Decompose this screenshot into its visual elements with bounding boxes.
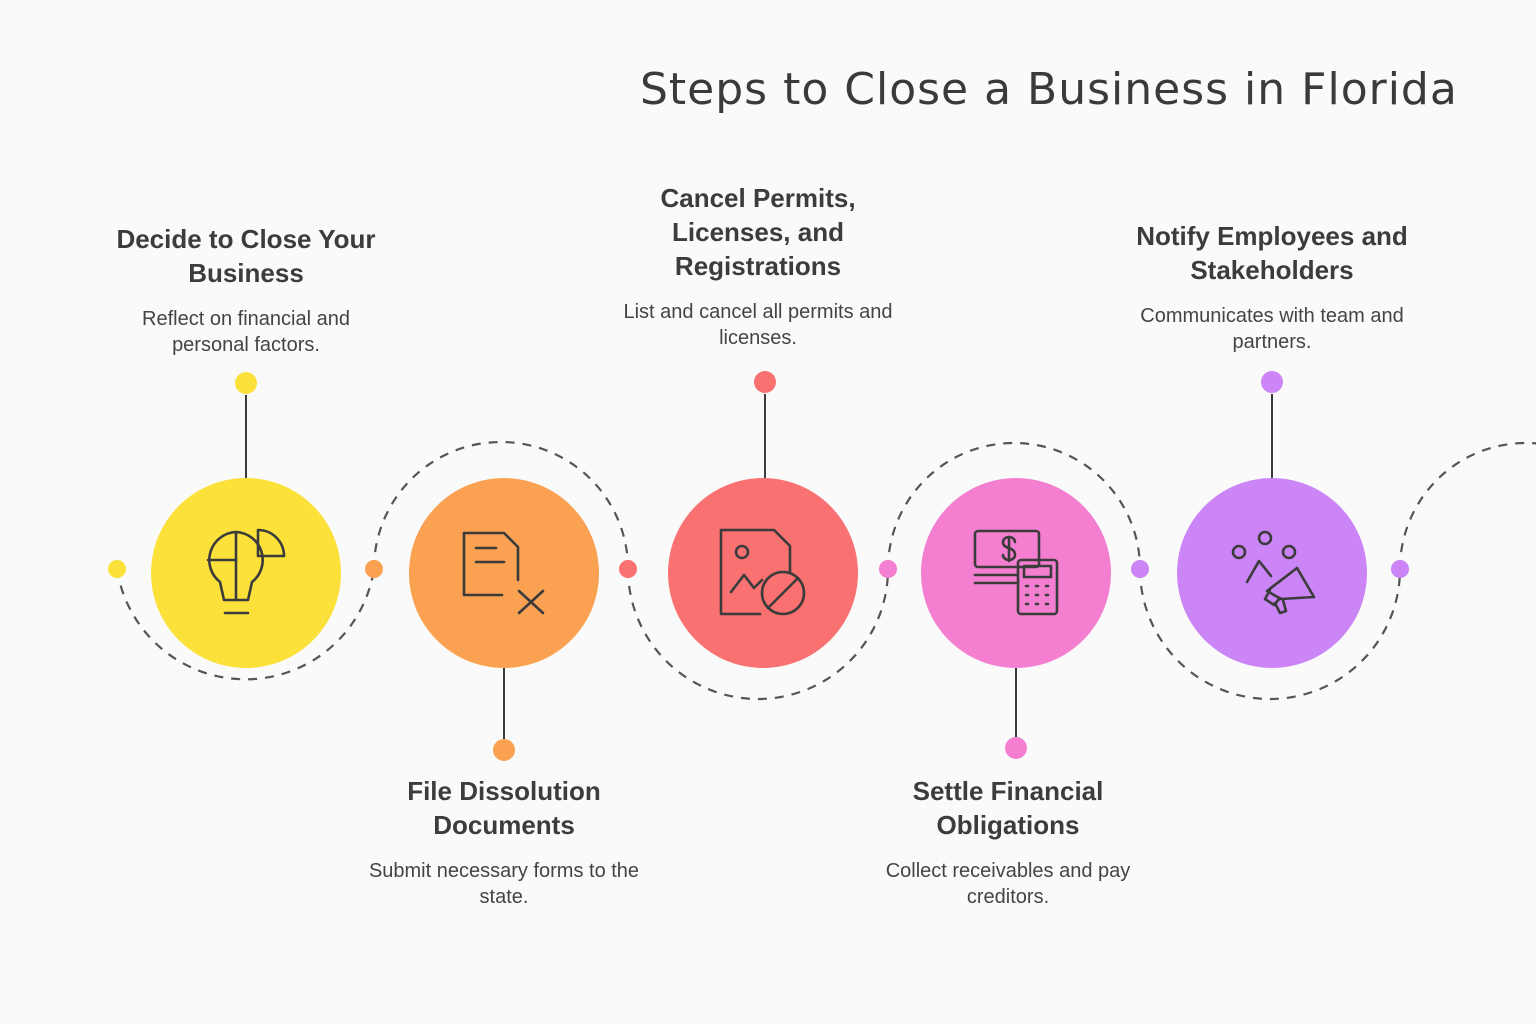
step-3-text: Cancel Permits, Licenses, and Registrati… bbox=[598, 181, 918, 351]
team-megaphone-icon bbox=[1231, 530, 1316, 615]
wave-segment-6 bbox=[1398, 441, 1536, 570]
step-2-heading: File Dissolution Documents bbox=[407, 776, 601, 840]
wave-dot-6 bbox=[1391, 560, 1409, 578]
step-5-description: Communicates with team and partners. bbox=[1140, 305, 1404, 353]
step-4-heading: Settle Financial Obligations bbox=[912, 776, 1104, 840]
step-1-description: Reflect on financial and personal factor… bbox=[142, 308, 350, 356]
step-3-heading: Cancel Permits, Licenses, and Registrati… bbox=[660, 183, 856, 281]
connector-dot-4 bbox=[1005, 737, 1027, 759]
step-3-description: List and cancel all permits and licenses… bbox=[623, 301, 893, 349]
step-circle-1 bbox=[151, 478, 341, 668]
connector-lines bbox=[245, 394, 1273, 740]
connector-dot-5 bbox=[1261, 371, 1283, 393]
wave-segment-1 bbox=[115, 568, 376, 681]
connector-dot-3 bbox=[754, 371, 776, 393]
lightbulb-pie-chart-icon bbox=[206, 528, 286, 615]
wave-dot-5 bbox=[1131, 560, 1149, 578]
money-calculator-icon bbox=[973, 529, 1059, 616]
connector-dot-2 bbox=[493, 739, 515, 761]
wave-dot-4 bbox=[879, 560, 897, 578]
step-2-description: Submit necessary forms to the state. bbox=[368, 860, 640, 908]
wave-dot-3 bbox=[619, 560, 637, 578]
step-circle-5 bbox=[1177, 478, 1367, 668]
diagram-title: Steps to Close a Business in Florida bbox=[640, 64, 1458, 115]
connector-dot-1 bbox=[235, 372, 257, 394]
document-cancel-icon bbox=[719, 528, 806, 616]
wave-segment-4 bbox=[886, 441, 1142, 570]
step-4-description: Collect receivables and pay creditors. bbox=[885, 860, 1131, 908]
step-circle-2 bbox=[409, 478, 599, 668]
step-circle-3 bbox=[668, 478, 858, 668]
step-circle-4 bbox=[921, 478, 1111, 668]
step-5-text: Notify Employees and Stakeholders Commun… bbox=[1112, 219, 1432, 355]
wave-dot-1 bbox=[108, 560, 126, 578]
step-2-text: File Dissolution Documents Submit necess… bbox=[344, 774, 664, 910]
wave-dot-2 bbox=[365, 560, 383, 578]
step-1-heading: Decide to Close Your Business bbox=[116, 224, 376, 288]
wave-segment-5 bbox=[1138, 568, 1402, 701]
step-1-text: Decide to Close Your Business Reflect on… bbox=[86, 222, 406, 358]
dashed-wave-path bbox=[115, 440, 1536, 701]
step-4-text: Settle Financial Obligations Collect rec… bbox=[848, 774, 1168, 910]
document-x-icon bbox=[462, 531, 545, 615]
wave-segment-3 bbox=[626, 568, 890, 701]
step-5-heading: Notify Employees and Stakeholders bbox=[1136, 221, 1408, 285]
